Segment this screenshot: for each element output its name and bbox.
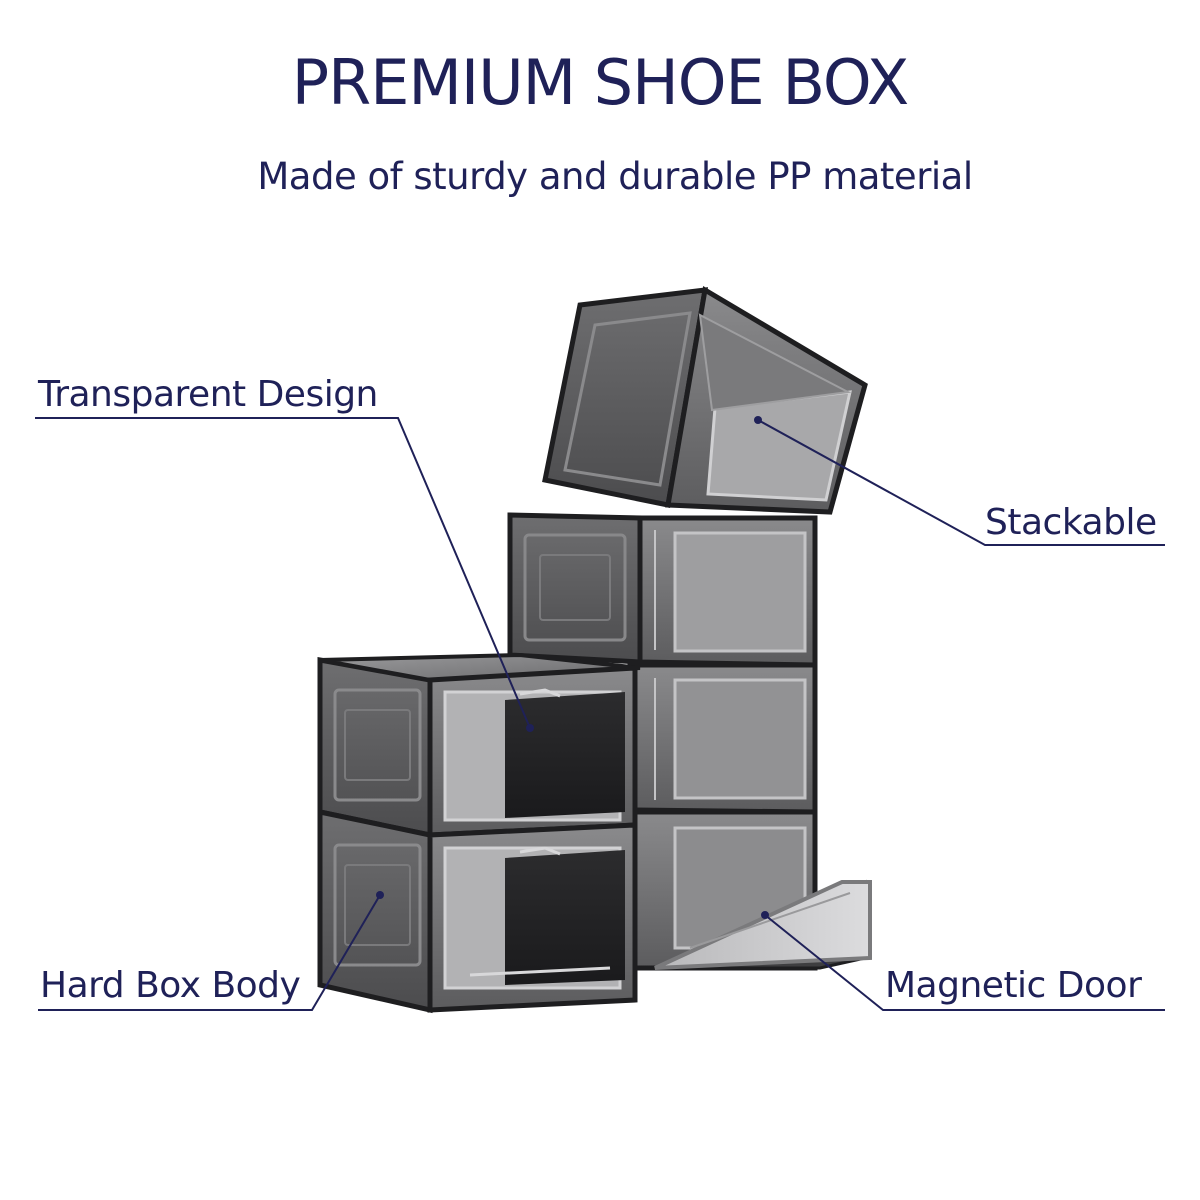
callout-stackable: Stackable (985, 502, 1157, 543)
leader-hard-body (38, 894, 381, 1011)
magnetic-door-panel (654, 880, 872, 970)
leader-magnetic (764, 914, 1165, 1011)
page-title: PREMIUM SHOE BOX (291, 46, 909, 119)
callout-dots (376, 416, 769, 919)
callout-hard-box-body: Hard Box Body (40, 965, 301, 1006)
callout-magnetic-door: Magnetic Door (885, 965, 1142, 1006)
box-right-middle (627, 662, 818, 815)
box-right-upper (507, 512, 818, 668)
box-left-lower (317, 808, 638, 1014)
page-subtitle: Made of sturdy and durable PP material (257, 155, 973, 198)
callout-transparent-design: Transparent Design (38, 374, 378, 415)
box-left-upper (317, 652, 641, 839)
leader-transparent (35, 417, 531, 729)
callout-lines (35, 417, 1165, 1011)
box-right-lower (627, 809, 872, 971)
leader-stackable (757, 419, 1165, 546)
box-tilted-top (542, 285, 868, 515)
